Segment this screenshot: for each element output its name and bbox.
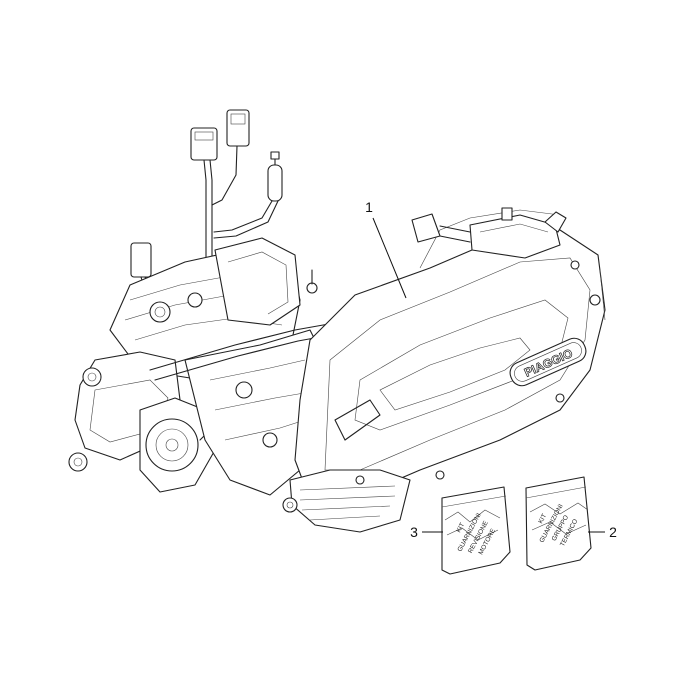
callout-3: 3 <box>410 524 443 540</box>
bag-right-line-1: KIT <box>537 513 548 525</box>
bag-left-line-1: KIT <box>455 522 466 534</box>
callout-3-label: 3 <box>410 524 418 540</box>
callout-2-label: 2 <box>609 524 617 540</box>
gasket-kit-engine-overhaul: KIT GUARNIZIONI REVISIONE MOTORE <box>441 486 511 575</box>
crankcase <box>149 321 343 496</box>
rear-axle <box>411 207 567 259</box>
callout-1: 1 <box>365 199 407 299</box>
water-pump-cover <box>68 351 251 493</box>
lower-crankcase <box>282 469 411 533</box>
callout-1-label: 1 <box>365 199 373 215</box>
engine-assembly: PIAGGIO <box>68 109 606 533</box>
callout-2: 2 <box>588 524 617 540</box>
callout-1-leader <box>372 217 407 299</box>
gasket-kit-cylinder-group: KIT GUARNIZIONI GRUPPO TERMICO <box>525 476 592 571</box>
